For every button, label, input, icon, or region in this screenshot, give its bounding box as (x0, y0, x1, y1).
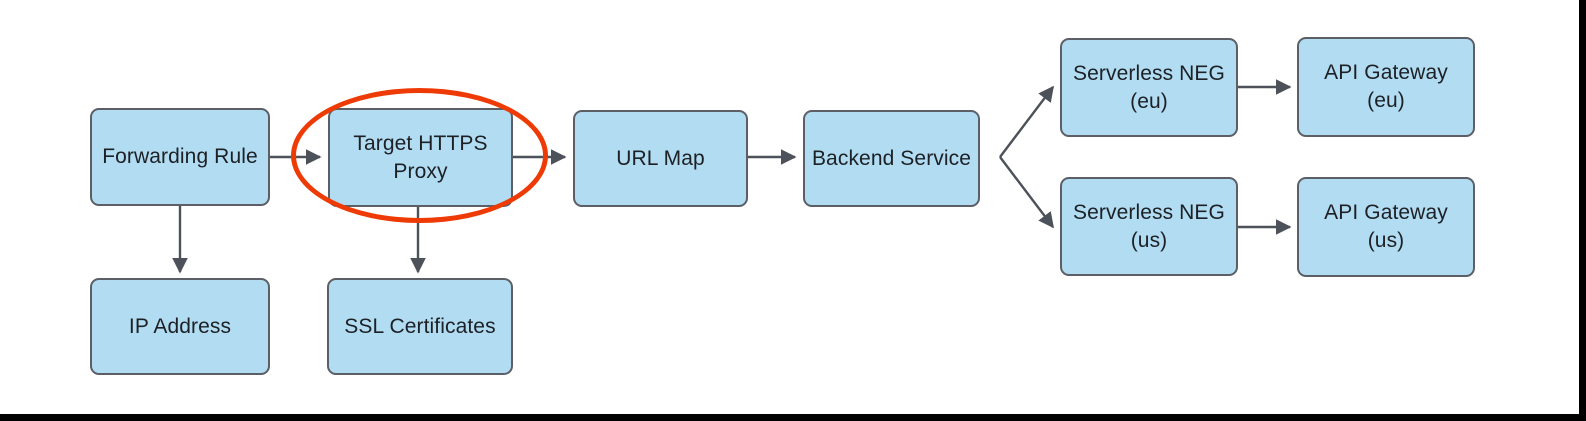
node-url-map[interactable]: URL Map (573, 110, 748, 207)
node-forwarding-rule[interactable]: Forwarding Rule (90, 108, 270, 206)
node-ssl-certificates[interactable]: SSL Certificates (327, 278, 513, 375)
frame-bar-bottom (0, 414, 1586, 421)
node-api-gateway-eu[interactable]: API Gateway (eu) (1297, 37, 1475, 137)
edge-backend-to-neg-eu (999, 85, 1054, 158)
node-serverless-neg-us[interactable]: Serverless NEG (us) (1060, 177, 1238, 276)
node-api-gateway-us[interactable]: API Gateway (us) (1297, 177, 1475, 277)
frame-bar-right (1579, 0, 1586, 421)
node-serverless-neg-eu[interactable]: Serverless NEG (eu) (1060, 38, 1238, 137)
node-backend-service[interactable]: Backend Service (803, 110, 980, 207)
node-ip-address[interactable]: IP Address (90, 278, 270, 375)
node-target-https-proxy[interactable]: Target HTTPS Proxy (328, 108, 513, 207)
edge-backend-to-neg-us (999, 156, 1054, 229)
